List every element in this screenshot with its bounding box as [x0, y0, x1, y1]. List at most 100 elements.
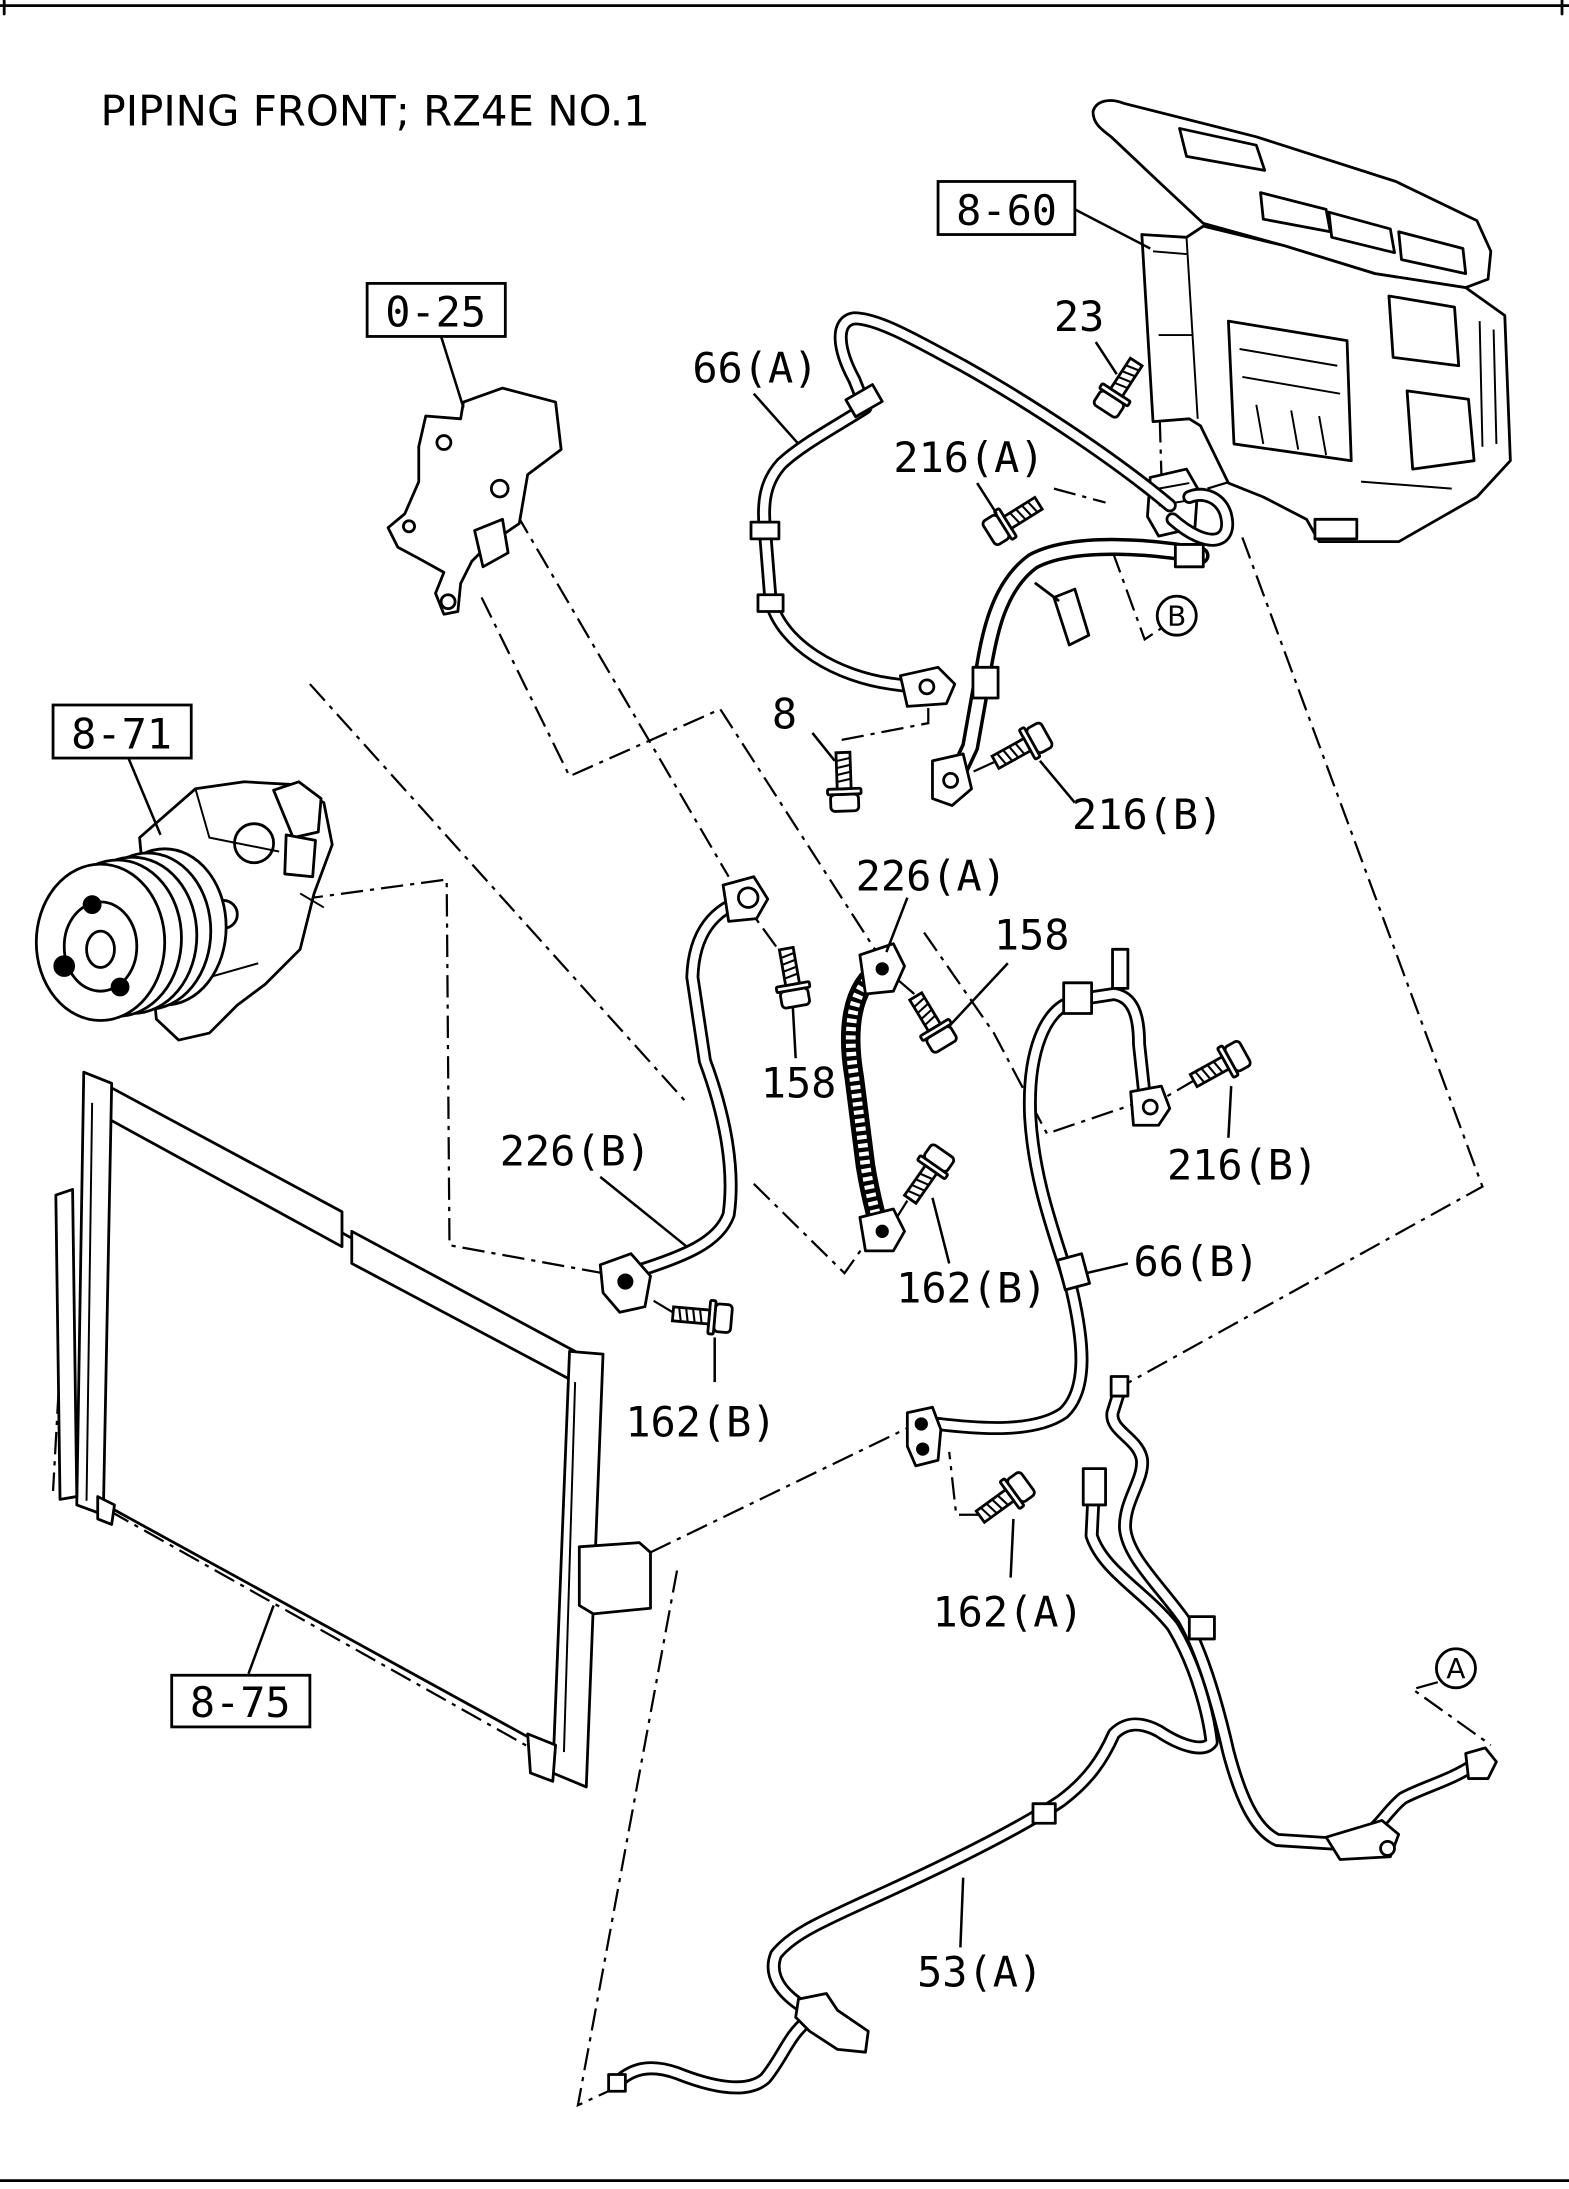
align-hose-to-66b [923, 931, 1139, 1135]
align-compressor-to-fitting [220, 878, 604, 1275]
pipe-53a-right-fitting [1464, 1746, 1498, 1780]
leader-226a [885, 897, 909, 953]
align-marker-a [1410, 1681, 1492, 1746]
pipe-66b-outline [938, 1001, 1081, 1428]
compressor-fitting [283, 833, 317, 879]
marker-b: B [1155, 594, 1198, 637]
hvac-control-details [1239, 348, 1341, 456]
callout-158-right: 158 [994, 910, 1070, 959]
callout-66a: 66(A) [692, 344, 818, 393]
bolt-216b-right [1184, 1036, 1255, 1097]
align-compressor-to-pipe [309, 683, 688, 1104]
align-158-left [752, 915, 778, 948]
align-condenser-to-53a-end [576, 1570, 679, 2108]
compressor-top-bracket [272, 780, 323, 840]
marker-a: A [1434, 1647, 1477, 1690]
leader-162b-center [931, 1197, 951, 1264]
callout-158-left: 158 [761, 1058, 837, 1107]
pipe-66a-outline [764, 318, 1170, 688]
reference-box-hvac-frame [936, 180, 1077, 236]
callout-216b-upper: 216(B) [1072, 790, 1223, 839]
pipe-53a-clamp-upper [1187, 1615, 1216, 1641]
pipe-66b-right-hole [1141, 1098, 1159, 1116]
suction-pipe-fill [960, 547, 1200, 768]
hvac-vent-4 [1397, 230, 1468, 276]
align-marker-b [1111, 551, 1163, 642]
hvac-vent-1 [1178, 127, 1267, 172]
receiver-dryer [54, 1188, 79, 1501]
diagram-title: PIPING FRONT; RZ4E NO.1 [101, 87, 650, 136]
bracket [386, 386, 563, 616]
hose-226a [851, 942, 906, 1253]
reference-hvac-label: 8-60 [956, 186, 1057, 235]
marker-b-letter: B [1167, 599, 1186, 632]
reference-bracket-label: 0-25 [385, 288, 486, 337]
leader-158-left [791, 1007, 797, 1059]
pipe-66b-nut [1062, 981, 1093, 1015]
condenser-bottom-foot [526, 1732, 557, 1783]
align-8 [841, 702, 930, 742]
leader-216a [976, 482, 998, 515]
callout-162b-center: 162(B) [896, 1264, 1047, 1313]
align-216a [1053, 487, 1106, 504]
pipe-53a-top-cap [1109, 1375, 1130, 1398]
pulley-bolt-left [53, 955, 76, 977]
leader-0-25 [439, 336, 465, 409]
pipe-53a-coupler [1081, 1467, 1107, 1507]
pipe-66a-clamp-mid [749, 520, 781, 541]
reference-box-bracket-frame [365, 282, 507, 338]
leader-23 [1094, 341, 1118, 375]
bolt-162b-lower [670, 1295, 735, 1338]
callout-labels: 23 66(A) 216(A) 8 216(B) 226(A) 158 158 … [500, 292, 1318, 1997]
leader-lines [127, 208, 1233, 1948]
align-bracket-to-hose [480, 597, 878, 953]
pipe-53a-main-fill [774, 1477, 1212, 2007]
bolt-216a [978, 487, 1049, 550]
pulley-hub-center [85, 929, 116, 969]
hvac-vent-3 [1327, 210, 1396, 255]
hvac-control-box [1227, 319, 1353, 463]
bracket-tab [473, 517, 510, 569]
callout-226b: 226(B) [500, 1127, 651, 1176]
pipe-53a [607, 1375, 1498, 2093]
bracket-hole-top [435, 434, 453, 451]
hvac-blower-case [1152, 237, 1199, 419]
reference-box-bracket: 0-25 [365, 282, 507, 338]
pulley-bolt-top [82, 895, 102, 915]
bracket-hole-bottom [439, 593, 457, 611]
suction-pipe-outline [960, 547, 1200, 768]
fitting-226b-hole [617, 1273, 634, 1290]
leader-226b [599, 1175, 688, 1248]
pipe-66a [749, 318, 1227, 708]
leader-158-right [948, 962, 1009, 1027]
align-condenser-to-162a [650, 1425, 911, 1554]
reference-condenser-label: 8-75 [190, 1678, 291, 1727]
reference-box-condenser-frame [170, 1673, 312, 1729]
hose-226a-bottom-hole [875, 1224, 889, 1238]
bolt-158-right [899, 986, 962, 1057]
reference-box-compressor-frame [51, 703, 193, 760]
bolt-158-left [768, 944, 815, 1011]
hvac-foot [1313, 517, 1359, 541]
leader-216b-upper [1038, 760, 1076, 804]
align-162a [948, 1451, 982, 1516]
leader-66b [1085, 1262, 1129, 1275]
leader-8-75 [247, 1605, 275, 1675]
bracket-hole-mid [489, 478, 510, 499]
alignment-lines [51, 379, 1492, 2108]
pipe-66b [905, 947, 1172, 1468]
hvac-unit [1091, 99, 1512, 544]
align-162b-lower [644, 1294, 674, 1314]
align-216b-upper [962, 761, 995, 778]
pipe-226b-fill [635, 899, 748, 1272]
reference-box-hvac: 8-60 [936, 180, 1077, 236]
compressor [34, 780, 334, 1042]
suction-pipe-hvac-fitting [1173, 543, 1205, 569]
leader-162a [1009, 1518, 1015, 1578]
suction-pipe-clamp [971, 665, 1000, 700]
compressor-body-lines [194, 788, 325, 979]
pipe-53a-end-nipple [607, 2073, 627, 2093]
callout-162a: 162(A) [932, 1587, 1083, 1636]
bolt-162a [969, 1467, 1040, 1532]
